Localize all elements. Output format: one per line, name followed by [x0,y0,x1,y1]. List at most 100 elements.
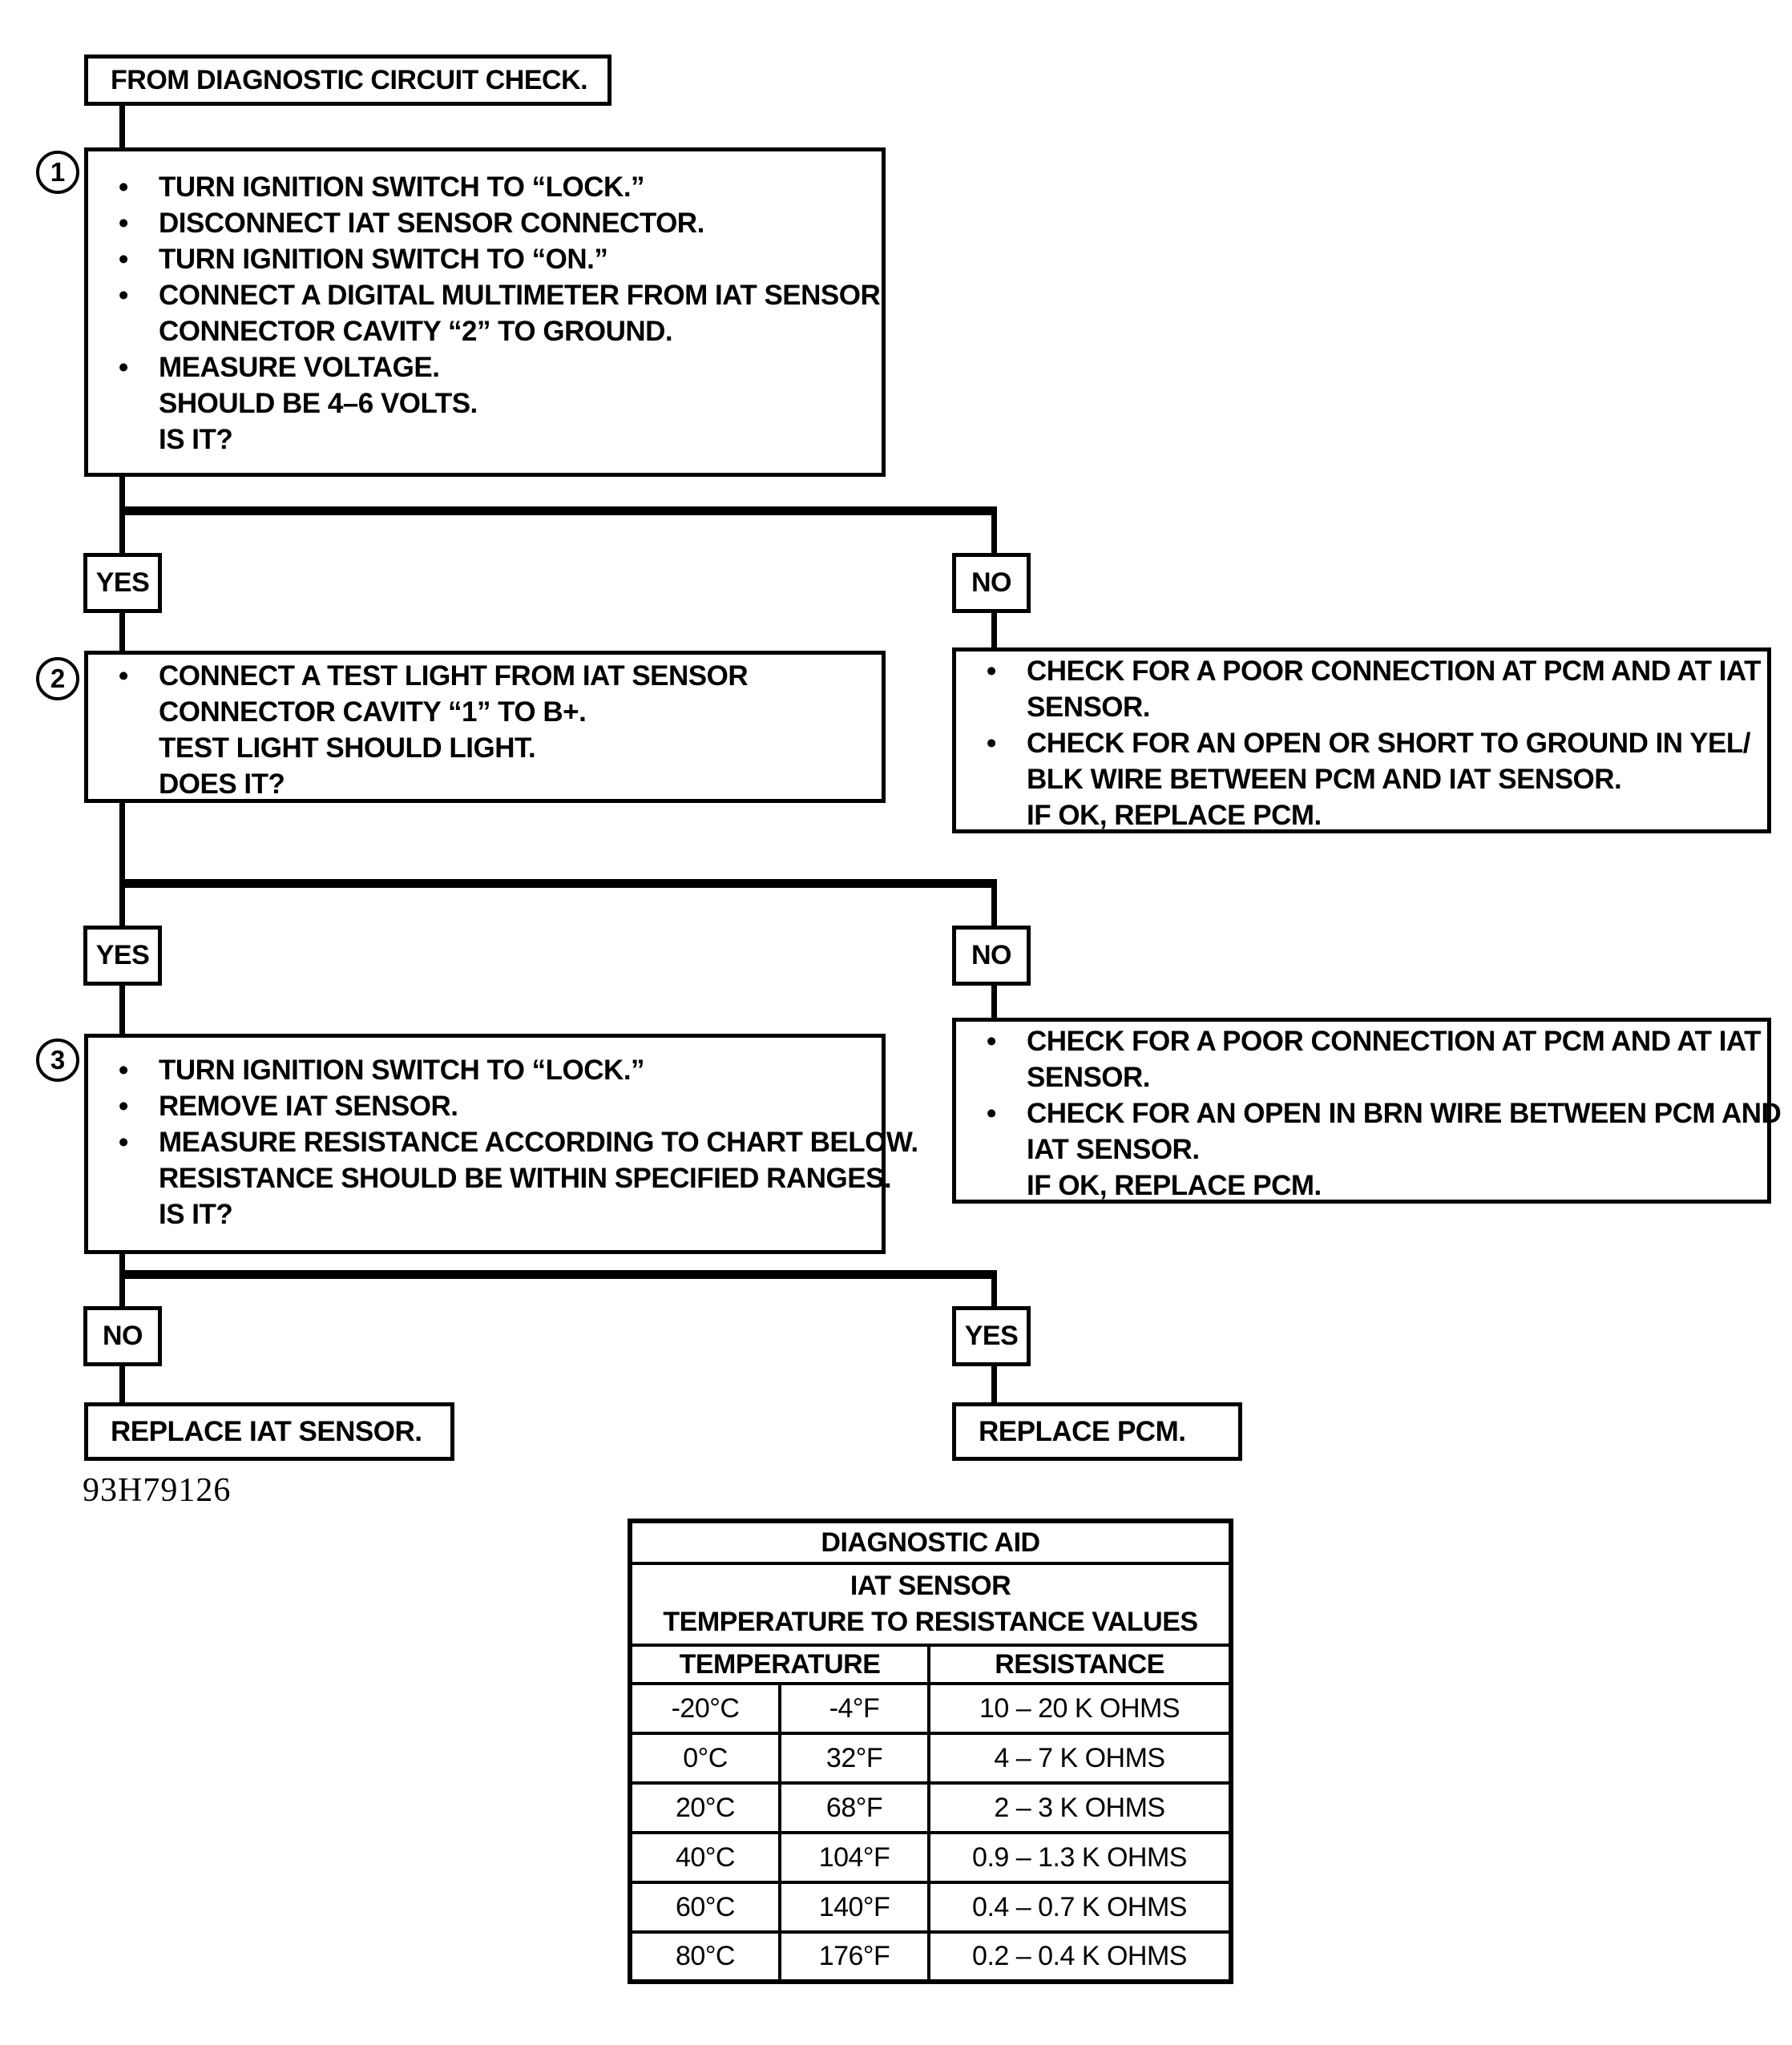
bullet-dot: • [119,280,128,311]
resistance-cell: 2 – 3 K OHMS [927,1781,1233,1834]
branch2-yes-label: YES [95,940,150,970]
replace-iat-sensor-box: REPLACE IAT SENSOR. [84,1402,454,1461]
celsius-cell: 40°C [628,1831,781,1884]
box-line: BLK WIRE BETWEEN PCM AND IAT SENSOR. [1027,764,1622,795]
fahrenheit-cell: 104°F [778,1831,930,1884]
table-subtitle-line1: IAT SENSOR [850,1571,1011,1601]
resistance-cell: 0.2 – 0.4 K OHMS [927,1930,1233,1983]
box-line: •CONNECT A TEST LIGHT FROM IAT SENSOR [88,658,882,694]
table-subtitle-cell: IAT SENSOR TEMPERATURE TO RESISTANCE VAL… [628,1562,1233,1647]
bullet-dot: • [119,1091,128,1122]
connector-line [119,879,997,888]
box-line: SENSOR. [1027,1062,1151,1093]
box-line: TEST LIGHT SHOULD LIGHT. [159,732,536,764]
step2-number: 2 [50,664,66,693]
fahrenheit-cell: 32°F [778,1732,930,1785]
box-line: •MEASURE RESISTANCE ACCORDING TO CHART B… [88,1124,918,1160]
figure-number: 93H79126 [83,1472,232,1509]
box-line: •CHECK FOR AN OPEN IN BRN WIRE BETWEEN P… [956,1095,1782,1131]
branch3-no-box: NO [83,1306,162,1366]
celsius-cell: -20°C [628,1682,781,1735]
connector-line [119,1254,125,1306]
step1-number-badge: 1 [36,151,79,194]
branch3-yes-label: YES [964,1321,1019,1351]
branch2-no-label: NO [971,940,1012,970]
box-line: IS IT? [159,1199,233,1230]
start-box: FROM DIAGNOSTIC CIRCUIT CHECK. [84,54,611,106]
bullet-dot: • [987,1026,996,1057]
check-yel-blk-wire-box: •CHECK FOR A POOR CONNECTION AT PCM AND … [952,647,1771,833]
box-line: IS IT? [159,424,233,455]
box-line: •TURN IGNITION SWITCH TO “ON.” [88,241,882,277]
resistance-cell: 0.9 – 1.3 K OHMS [927,1831,1233,1884]
table-row: 20°C 68°F 2 – 3 K OHMS [628,1781,1233,1834]
box-line: DOES IT? [159,768,285,800]
branch1-no-box: NO [952,553,1031,613]
step3-number: 3 [50,1045,66,1075]
fahrenheit-cell: 140°F [778,1881,930,1934]
step2-box: •CONNECT A TEST LIGHT FROM IAT SENSOR CO… [84,651,886,803]
connector-line [119,506,997,515]
box-line: •CHECK FOR A POOR CONNECTION AT PCM AND … [956,1023,1767,1059]
bullet-dot: • [119,171,128,203]
start-box-label: FROM DIAGNOSTIC CIRCUIT CHECK. [111,64,588,95]
box-line: IAT SENSOR. [1027,1134,1200,1165]
replace-pcm-label: REPLACE PCM. [979,1415,1186,1447]
celsius-cell: 20°C [628,1781,781,1834]
resistance-cell: 4 – 7 K OHMS [927,1732,1233,1785]
connector-line [119,1366,125,1402]
bullet-dot: • [987,728,996,759]
connector-line [991,1366,997,1402]
step2-number-badge: 2 [36,657,79,700]
temperature-column-header: TEMPERATURE [628,1644,930,1685]
branch2-yes-box: YES [83,926,162,986]
bullet-dot: • [119,1127,128,1158]
connector-line [991,613,997,647]
step3-number-badge: 3 [36,1039,79,1082]
resistance-cell: 10 – 20 K OHMS [927,1682,1233,1735]
diagnostic-aid-table: DIAGNOSTIC AID IAT SENSOR TEMPERATURE TO… [628,1519,1233,1984]
celsius-cell: 80°C [628,1930,781,1983]
box-line: IF OK, REPLACE PCM. [1027,800,1322,831]
connector-line [119,106,125,147]
branch1-no-label: NO [971,567,1012,598]
box-line: •CHECK FOR A POOR CONNECTION AT PCM AND … [956,653,1767,689]
celsius-cell: 0°C [628,1732,781,1785]
table-row: 60°C 140°F 0.4 – 0.7 K OHMS [628,1881,1233,1934]
celsius-cell: 60°C [628,1881,781,1934]
connector-line [119,986,125,1034]
resistance-cell: 0.4 – 0.7 K OHMS [927,1881,1233,1934]
bullet-dot: • [987,1098,996,1129]
box-line: •TURN IGNITION SWITCH TO “LOCK.” [88,169,882,205]
branch1-yes-label: YES [95,567,150,598]
box-line: IF OK, REPLACE PCM. [1027,1170,1322,1201]
bullet-dot: • [987,655,996,687]
box-line: CONNECTOR CAVITY “1” TO B+. [159,696,587,728]
table-row: 0°C 32°F 4 – 7 K OHMS [628,1732,1233,1785]
box-line: •REMOVE IAT SENSOR. [88,1088,882,1124]
table-row: 40°C 104°F 0.9 – 1.3 K OHMS [628,1831,1233,1884]
table-row: -20°C -4°F 10 – 20 K OHMS [628,1682,1233,1735]
replace-iat-sensor-label: REPLACE IAT SENSOR. [111,1415,422,1447]
connector-line [991,986,997,1018]
bullet-dot: • [119,352,128,383]
branch3-no-label: NO [103,1321,143,1351]
connector-line [991,879,997,926]
connector-line [991,1270,997,1306]
bullet-dot: • [119,1055,128,1086]
branch2-no-box: NO [952,926,1031,986]
fahrenheit-cell: -4°F [778,1682,930,1735]
check-brn-wire-box: •CHECK FOR A POOR CONNECTION AT PCM AND … [952,1018,1782,1204]
bullet-dot: • [119,660,128,692]
step1-box: •TURN IGNITION SWITCH TO “LOCK.” •DISCON… [84,147,886,477]
bullet-dot: • [119,208,128,239]
connector-line [119,613,125,651]
box-line: •DISCONNECT IAT SENSOR CONNECTOR. [88,205,882,241]
step1-number: 1 [50,157,66,187]
step3-box: •TURN IGNITION SWITCH TO “LOCK.” •REMOVE… [84,1034,918,1254]
table-row: 80°C 176°F 0.2 – 0.4 K OHMS [628,1930,1233,1983]
connector-line [119,1270,997,1279]
resistance-column-header: RESISTANCE [927,1644,1233,1685]
bullet-dot: • [119,244,128,275]
